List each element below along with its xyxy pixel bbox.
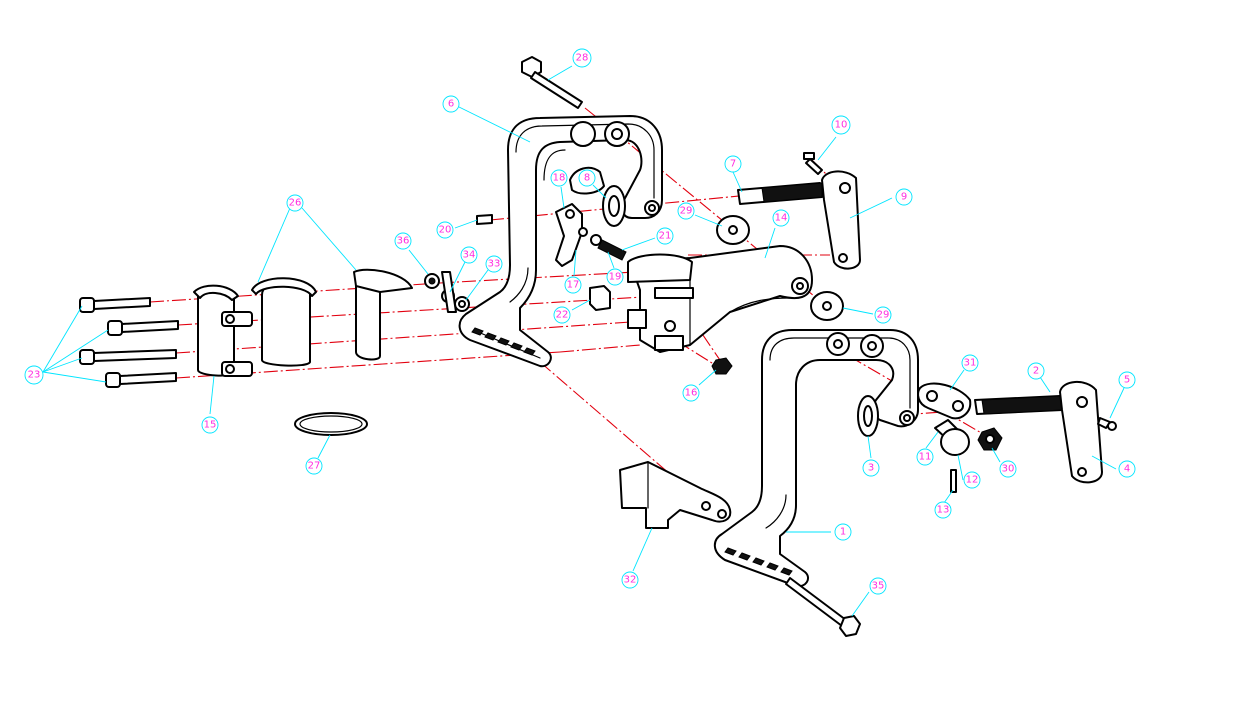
callout-32: 32 — [621, 571, 639, 589]
callout-30: 30 — [999, 460, 1017, 478]
part-5-screw — [1097, 417, 1117, 431]
svg-text:11: 11 — [919, 452, 932, 463]
svg-text:1: 1 — [840, 527, 846, 538]
leader-lines — [42, 65, 1125, 617]
callout-1: 1 — [834, 523, 852, 541]
part-2-screw — [974, 395, 1063, 415]
callout-28: 28 — [572, 48, 592, 68]
callout-10: 10 — [831, 115, 851, 135]
part-29-washers — [716, 215, 844, 321]
callout-33: 33 — [485, 255, 503, 273]
callout-29a: 29 — [677, 202, 695, 220]
callout-3: 3 — [862, 459, 880, 477]
svg-text:2: 2 — [1033, 366, 1039, 377]
svg-text:31: 31 — [964, 358, 977, 369]
callout-31: 31 — [961, 354, 979, 372]
svg-text:16: 16 — [685, 388, 698, 399]
callout-34: 34 — [460, 246, 478, 264]
part-35-bolt — [785, 577, 861, 637]
callout-9: 9 — [895, 188, 913, 206]
callout-11: 11 — [916, 448, 934, 466]
part-7-screw — [737, 182, 823, 205]
part-9-handle — [821, 170, 861, 270]
part-8-bushing — [602, 185, 626, 227]
svg-text:27: 27 — [308, 461, 321, 472]
svg-text:13: 13 — [937, 505, 950, 516]
callout-16: 16 — [682, 384, 700, 402]
svg-text:35: 35 — [872, 581, 885, 592]
part-33-36-small-parts — [424, 271, 470, 313]
svg-text:33: 33 — [488, 259, 501, 270]
callout-27: 27 — [305, 457, 323, 475]
svg-text:6: 6 — [448, 99, 454, 110]
part-11-13-30-hardware — [934, 419, 1003, 493]
svg-text:5: 5 — [1124, 375, 1130, 386]
svg-text:21: 21 — [659, 231, 672, 242]
callout-18: 18 — [550, 169, 568, 187]
callout-19: 19 — [606, 268, 624, 286]
svg-text:36: 36 — [397, 236, 410, 247]
part-4-handle — [1059, 381, 1103, 484]
part-28-bolt — [521, 56, 583, 109]
svg-text:17: 17 — [567, 280, 580, 291]
svg-text:8: 8 — [584, 173, 590, 184]
svg-text:23: 23 — [28, 370, 41, 381]
svg-text:29: 29 — [680, 206, 693, 217]
callout-2: 2 — [1027, 362, 1045, 380]
part-26-sleeves — [251, 268, 413, 367]
svg-text:28: 28 — [576, 53, 589, 64]
svg-text:4: 4 — [1124, 464, 1130, 475]
part-15-clamp — [193, 284, 253, 377]
callout-35: 35 — [869, 577, 887, 595]
svg-text:26: 26 — [289, 198, 302, 209]
callout-22: 22 — [553, 306, 571, 324]
callout-14: 14 — [772, 209, 790, 227]
callout-23: 23 — [24, 365, 44, 385]
part-27-oring — [294, 412, 368, 436]
part-16-nut — [711, 357, 733, 375]
svg-text:30: 30 — [1002, 464, 1015, 475]
callout-20: 20 — [436, 221, 454, 239]
svg-text:20: 20 — [439, 225, 452, 236]
svg-text:15: 15 — [204, 420, 217, 431]
callout-4: 4 — [1118, 460, 1136, 478]
callout-15: 15 — [201, 416, 219, 434]
svg-text:32: 32 — [624, 575, 637, 586]
svg-text:10: 10 — [835, 120, 848, 131]
svg-text:3: 3 — [868, 463, 874, 474]
callout-29b: 29 — [874, 306, 892, 324]
svg-text:7: 7 — [730, 159, 736, 170]
svg-text:34: 34 — [463, 250, 476, 261]
svg-text:14: 14 — [775, 213, 788, 224]
part-14-swivel-bracket — [627, 245, 813, 353]
callout-12: 12 — [963, 471, 981, 489]
svg-text:22: 22 — [556, 310, 569, 321]
svg-text:19: 19 — [609, 272, 622, 283]
svg-text:18: 18 — [553, 173, 566, 184]
callout-6: 6 — [442, 95, 460, 113]
callout-8: 8 — [578, 169, 596, 187]
part-32-tilt-lock — [619, 461, 732, 529]
callouts: 1 2 3 4 5 6 7 8 9 10 11 12 13 14 15 16 1… — [24, 48, 1136, 595]
callout-21: 21 — [656, 227, 674, 245]
callout-17: 17 — [564, 276, 582, 294]
part-10-screw — [803, 152, 823, 175]
callout-13: 13 — [934, 501, 952, 519]
callout-26: 26 — [286, 194, 304, 212]
part-17-21-linkage — [476, 203, 627, 267]
callout-7: 7 — [724, 155, 742, 173]
part-22-block — [589, 285, 611, 311]
callout-5: 5 — [1118, 371, 1136, 389]
svg-text:12: 12 — [966, 475, 979, 486]
callout-36: 36 — [394, 232, 412, 250]
svg-text:9: 9 — [901, 192, 907, 203]
part-3-bushing — [857, 395, 879, 437]
part-23-bolts — [79, 297, 179, 388]
part-31-link — [917, 382, 972, 420]
svg-text:29: 29 — [877, 310, 890, 321]
part-1-stern-bracket — [713, 329, 919, 588]
